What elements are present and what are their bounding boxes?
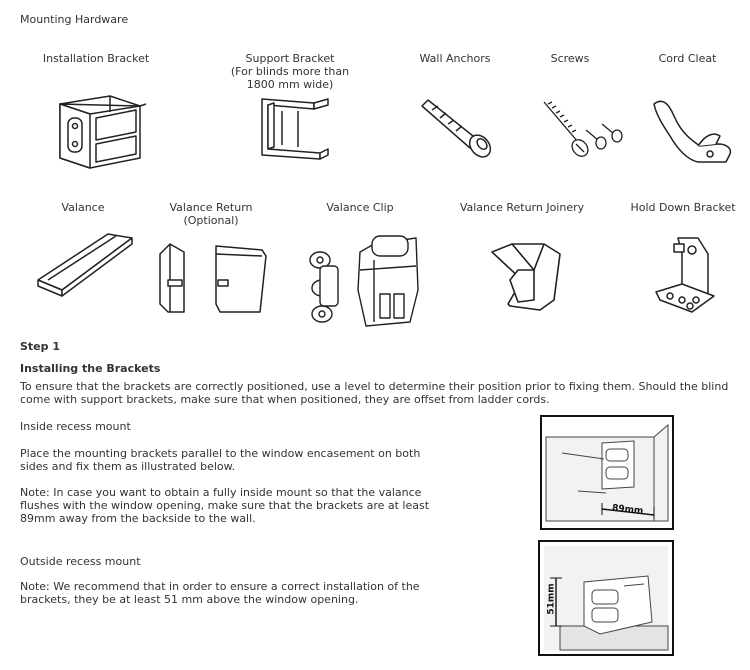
- inside-paragraph-2: Note: In case you want to obtain a fully…: [20, 486, 430, 525]
- inside-paragraph-1: Place the mounting brackets parallel to …: [20, 447, 421, 473]
- valance-image: [37, 233, 133, 297]
- label-installation-bracket: Installation Bracket: [42, 52, 150, 65]
- outside-dimension-label: 51mm: [546, 583, 557, 615]
- hold-down-bracket-image: [655, 237, 715, 313]
- label-valance: Valance: [61, 201, 105, 214]
- support-bracket-image: [261, 98, 329, 160]
- label-cord-cleat: Cord Cleat: [658, 52, 717, 65]
- label-valance-return: Valance Return (Optional): [169, 201, 253, 227]
- valance-return-image: [159, 243, 267, 313]
- step-intro: To ensure that the brackets are correctl…: [20, 380, 729, 406]
- inside-heading: Inside recess mount: [20, 420, 131, 433]
- wall-anchors-image: [421, 99, 492, 158]
- page-title: Mounting Hardware: [20, 13, 129, 26]
- installation-bracket-image: [59, 95, 147, 169]
- valance-return-joinery-image: [491, 243, 561, 311]
- label-screws: Screws: [550, 52, 590, 65]
- label-support-bracket: Support Bracket (For blinds more than 18…: [230, 52, 350, 91]
- label-valance-clip: Valance Clip: [326, 201, 394, 214]
- label-valance-return-joinery: Valance Return Joinery: [459, 201, 585, 214]
- step-title: Step 1: [20, 340, 60, 353]
- label-wall-anchors: Wall Anchors: [419, 52, 491, 65]
- screws-image: [543, 101, 623, 157]
- outside-recess-illustration: 51mm: [538, 540, 674, 656]
- outside-heading: Outside recess mount: [20, 555, 141, 568]
- step-subtitle: Installing the Brackets: [20, 362, 161, 375]
- outside-paragraph: Note: We recommend that in order to ensu…: [20, 580, 420, 606]
- valance-clip-image: [309, 235, 419, 327]
- cord-cleat-image: [653, 100, 732, 163]
- inside-recess-illustration: 89mm: [540, 415, 674, 530]
- label-hold-down-bracket: Hold Down Bracket: [630, 201, 736, 214]
